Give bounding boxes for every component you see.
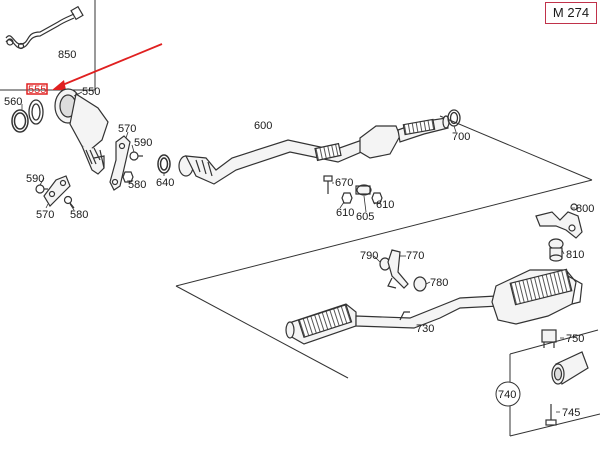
oxygen-sensor-850[interactable] — [5, 5, 84, 50]
label-745[interactable]: 745 — [562, 407, 580, 419]
label-600[interactable]: 600 — [254, 120, 272, 132]
label-810[interactable]: 810 — [566, 249, 584, 261]
label-850: 850 — [58, 49, 76, 61]
highlight-arrow — [26, 43, 163, 95]
nut-610-right[interactable] — [371, 192, 383, 204]
label-780[interactable]: 780 — [430, 277, 448, 289]
clamp-ring-640[interactable] — [157, 154, 171, 174]
model-badge: M 274 — [545, 2, 597, 24]
label-550[interactable]: 550 — [82, 86, 100, 98]
bolt-590-upper[interactable] — [129, 151, 143, 161]
tailpipe-inset — [495, 329, 600, 437]
label-610-left[interactable]: 610 — [336, 207, 354, 219]
label-740[interactable]: 740 — [498, 389, 516, 401]
label-730[interactable]: 730 — [416, 323, 434, 335]
bracket-570-lower[interactable] — [43, 175, 71, 207]
bolt-580-lower[interactable] — [63, 195, 75, 209]
label-590-lower[interactable]: 590 — [26, 173, 44, 185]
label-800[interactable]: 800 — [576, 203, 594, 215]
nut-610-left[interactable] — [341, 192, 353, 204]
label-770[interactable]: 770 — [406, 250, 424, 262]
label-570-lower[interactable]: 570 — [36, 209, 54, 221]
rear-silencer-730[interactable] — [285, 268, 583, 345]
bolt-670[interactable] — [323, 175, 333, 194]
assembly-frame — [175, 115, 593, 379]
tailpipe-740[interactable] — [551, 351, 589, 385]
label-580-upper[interactable]: 580 — [128, 179, 146, 191]
front-pipe-600[interactable] — [178, 115, 450, 185]
clamp-700[interactable] — [447, 109, 461, 127]
label-605[interactable]: 605 — [356, 211, 374, 223]
bolt-590-lower[interactable] — [35, 184, 48, 194]
clamp-ring-560[interactable] — [11, 109, 29, 133]
screw-745[interactable] — [545, 404, 557, 426]
leader-lines — [21, 91, 575, 413]
label-750[interactable]: 750 — [566, 333, 584, 345]
label-590-upper[interactable]: 590 — [134, 137, 152, 149]
label-570-upper[interactable]: 570 — [118, 123, 136, 135]
label-610-right[interactable]: 610 — [376, 199, 394, 211]
bracket-750[interactable] — [541, 329, 557, 348]
rubber-780[interactable] — [413, 276, 427, 292]
bracket-800[interactable] — [535, 203, 583, 239]
gasket-555[interactable] — [28, 99, 44, 125]
label-790[interactable]: 790 — [360, 250, 378, 262]
label-670[interactable]: 670 — [335, 177, 353, 189]
bracket-770[interactable] — [387, 249, 409, 289]
part-labels: 850 555 560 550 570 590 580 640 590 570 … — [4, 49, 594, 419]
catalytic-converter-550[interactable] — [54, 88, 109, 175]
label-560[interactable]: 560 — [4, 96, 22, 108]
hanger-605[interactable] — [355, 184, 372, 196]
label-640[interactable]: 640 — [156, 177, 174, 189]
nut-580-upper[interactable] — [122, 171, 134, 183]
grommet-810[interactable] — [548, 238, 564, 262]
label-700[interactable]: 700 — [452, 131, 470, 143]
label-580-lower[interactable]: 580 — [70, 209, 88, 221]
label-555[interactable]: 555 — [28, 84, 46, 96]
